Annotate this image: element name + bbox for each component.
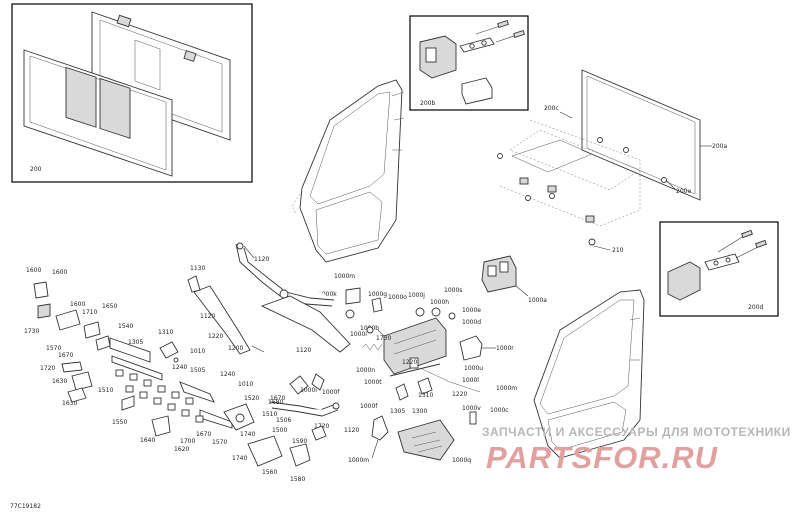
callout-label: 1720 [40, 365, 55, 372]
callout-label: 1220 [208, 333, 223, 340]
callout-label: 1000k [318, 291, 337, 298]
callout-label: 210 [612, 247, 624, 254]
callout-label: 1670 [58, 352, 73, 359]
callout-label: 1510 [98, 387, 113, 394]
callout-label: 1000u [464, 365, 483, 372]
callout-label: 1730 [24, 328, 39, 335]
callout-label: 1220 [452, 391, 467, 398]
callout-label: 1000n [356, 367, 375, 374]
callout-label: 1305 [128, 339, 143, 346]
watermark: ЗАПЧАСТИ И АКСЕССУАРЫ ДЛЯ МОТОТЕХНИКИ PA… [482, 425, 791, 475]
callout-label: 200a [712, 143, 727, 150]
callout-label: 1120 [296, 347, 311, 354]
callout-label: 1650 [102, 303, 117, 310]
callout-label: 1000d [462, 319, 481, 326]
callout-label: 1620 [174, 446, 189, 453]
callout-label: 1000q [452, 457, 471, 464]
door-frame-right [533, 289, 645, 459]
door-frame-left [291, 79, 405, 263]
callout-label: 1000l [462, 377, 479, 384]
callout-label: 1120 [254, 256, 269, 263]
inset-box-latch-200d: 200d [659, 221, 779, 317]
callout-label: 1000m [348, 457, 369, 464]
callout-label: 1600 [26, 267, 41, 274]
inset-box-window-panels: 200 [11, 3, 253, 183]
callout-label: 1000s [444, 287, 462, 294]
callout-label: 200 [30, 166, 42, 173]
callout-label: 1200 [228, 345, 243, 352]
callout-label: 1300 [412, 408, 427, 415]
callout-label: 1000o [388, 294, 407, 301]
callout-label: 1000h [430, 299, 449, 306]
callout-label: 1640 [140, 437, 155, 444]
callout-label: 1670 [270, 395, 285, 402]
callout-label: 1000v [462, 405, 481, 412]
callout-label: 1305 [390, 408, 405, 415]
callout-label: 1710 [82, 309, 97, 316]
callout-label: 1000i [350, 331, 367, 338]
callout-label: 1310 [158, 329, 173, 336]
callout-label: 1000c [490, 407, 509, 414]
small-parts-lower-left: 1540 1305 1510 1505 1240 1010 1310 1010 … [98, 323, 329, 483]
callout-label: 1630 [62, 400, 77, 407]
callout-label: 1730 [376, 335, 391, 342]
callout-label: 1600 [52, 269, 67, 276]
callout-label: 1000a [528, 297, 547, 304]
callout-label: 1000t [364, 379, 382, 386]
callout-label: 1000f [322, 389, 340, 396]
callout-label: 200e [676, 188, 691, 195]
callout-label: 1000i [300, 387, 317, 394]
callout-label: 1240 [172, 364, 187, 371]
small-parts-far-left: 1600 1600 1730 1600 1710 1650 1570 1670 … [24, 267, 117, 407]
callout-label: 1520 [244, 395, 259, 402]
callout-label: 1000m [496, 385, 517, 392]
inset-box-latch-200b: 200b [409, 15, 529, 111]
callout-label: 1500 [272, 427, 287, 434]
callout-label: 1240 [220, 371, 235, 378]
window-panel-200a: 200a 200c 200e 210 [497, 69, 727, 254]
callout-label: 1740 [232, 455, 247, 462]
callout-label: 1130 [190, 265, 205, 272]
callout-label: 1220 [402, 359, 417, 366]
watermark-tagline: ЗАПЧАСТИ И АКСЕССУАРЫ ДЛЯ МОТОТЕХНИКИ [482, 425, 791, 439]
callout-label: 200c [544, 105, 559, 112]
callout-label: 1000m [334, 273, 355, 280]
callout-label: 1570 [46, 345, 61, 352]
callout-label: 1310 [418, 392, 433, 399]
callout-label: 1510 [262, 411, 277, 418]
callout-label: 1550 [112, 419, 127, 426]
callout-label: 1120 [200, 313, 215, 320]
callout-label: 1560 [262, 469, 277, 476]
callout-label: 1540 [118, 323, 133, 330]
cable-rod-assembly: 1120 1130 1120 1220 1200 1120 1120 1000i… [187, 242, 359, 434]
callout-label: 1505 [190, 367, 205, 374]
callout-label: 1000r [496, 345, 514, 352]
callout-label: 1010 [238, 381, 253, 388]
callout-label: 200d [748, 304, 763, 311]
callout-label: 1740 [240, 431, 255, 438]
callout-label: 200b [420, 100, 435, 107]
callout-label: 1670 [196, 431, 211, 438]
callout-label: 1680 [268, 399, 283, 406]
callout-label: 1010 [190, 348, 205, 355]
callout-label: 1580 [290, 476, 305, 483]
callout-label: 1000f [360, 403, 378, 410]
watermark-brand: PARTSFOR.RU [486, 440, 719, 475]
door-hardware-center: 1000a 1000b 1000m 1000k 1000g 1000o 1000… [318, 255, 547, 464]
callout-label: 1000j [408, 292, 425, 299]
callout-label: 1506 [276, 417, 291, 424]
callout-label: 1570 [212, 439, 227, 446]
callout-label: 1700 [180, 438, 195, 445]
callout-label: 1630 [52, 378, 67, 385]
callout-label: 1000e [462, 307, 481, 314]
callout-label: 1600 [70, 301, 85, 308]
callout-label: 1120 [344, 427, 359, 434]
callout-label: 1590 [292, 438, 307, 445]
callout-label: 1000g [368, 291, 387, 298]
figure-code: 77C19182 [10, 503, 41, 510]
